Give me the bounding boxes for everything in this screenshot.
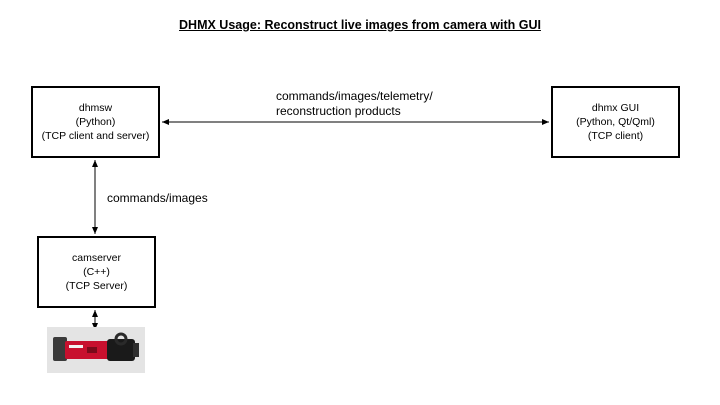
node-gui-role: (TCP client) <box>587 130 644 142</box>
node-gui: dhmx GUI (Python, Qt/Qml) (TCP client) <box>551 86 680 158</box>
edge-label-line: reconstruction products <box>276 104 401 118</box>
camera-image <box>47 327 145 373</box>
node-gui-language: (Python, Qt/Qml) <box>576 116 655 128</box>
node-camserver-role: (TCP Server) <box>65 280 128 292</box>
node-dhmsw-language: (Python) <box>75 116 116 128</box>
diagram-title: DHMX Usage: Reconstruct live images from… <box>179 18 541 32</box>
edge-label-dhmsw-camserver: commands/images <box>107 191 208 205</box>
node-camserver-name: camserver <box>71 252 121 264</box>
edge-label-dhmsw-gui: commands/images/telemetry/ reconstructio… <box>276 89 433 119</box>
node-gui-name: dhmx GUI <box>591 102 640 114</box>
node-camserver: camserver (C++) (TCP Server) <box>37 236 156 308</box>
node-dhmsw-role: (TCP client and server) <box>41 130 150 142</box>
node-dhmsw-name: dhmsw <box>78 102 113 114</box>
edge-label-line: commands/images/telemetry/ <box>276 89 433 103</box>
camera-icon <box>53 332 139 361</box>
node-camserver-language: (C++) <box>83 266 110 278</box>
node-dhmsw: dhmsw (Python) (TCP client and server) <box>31 86 160 158</box>
